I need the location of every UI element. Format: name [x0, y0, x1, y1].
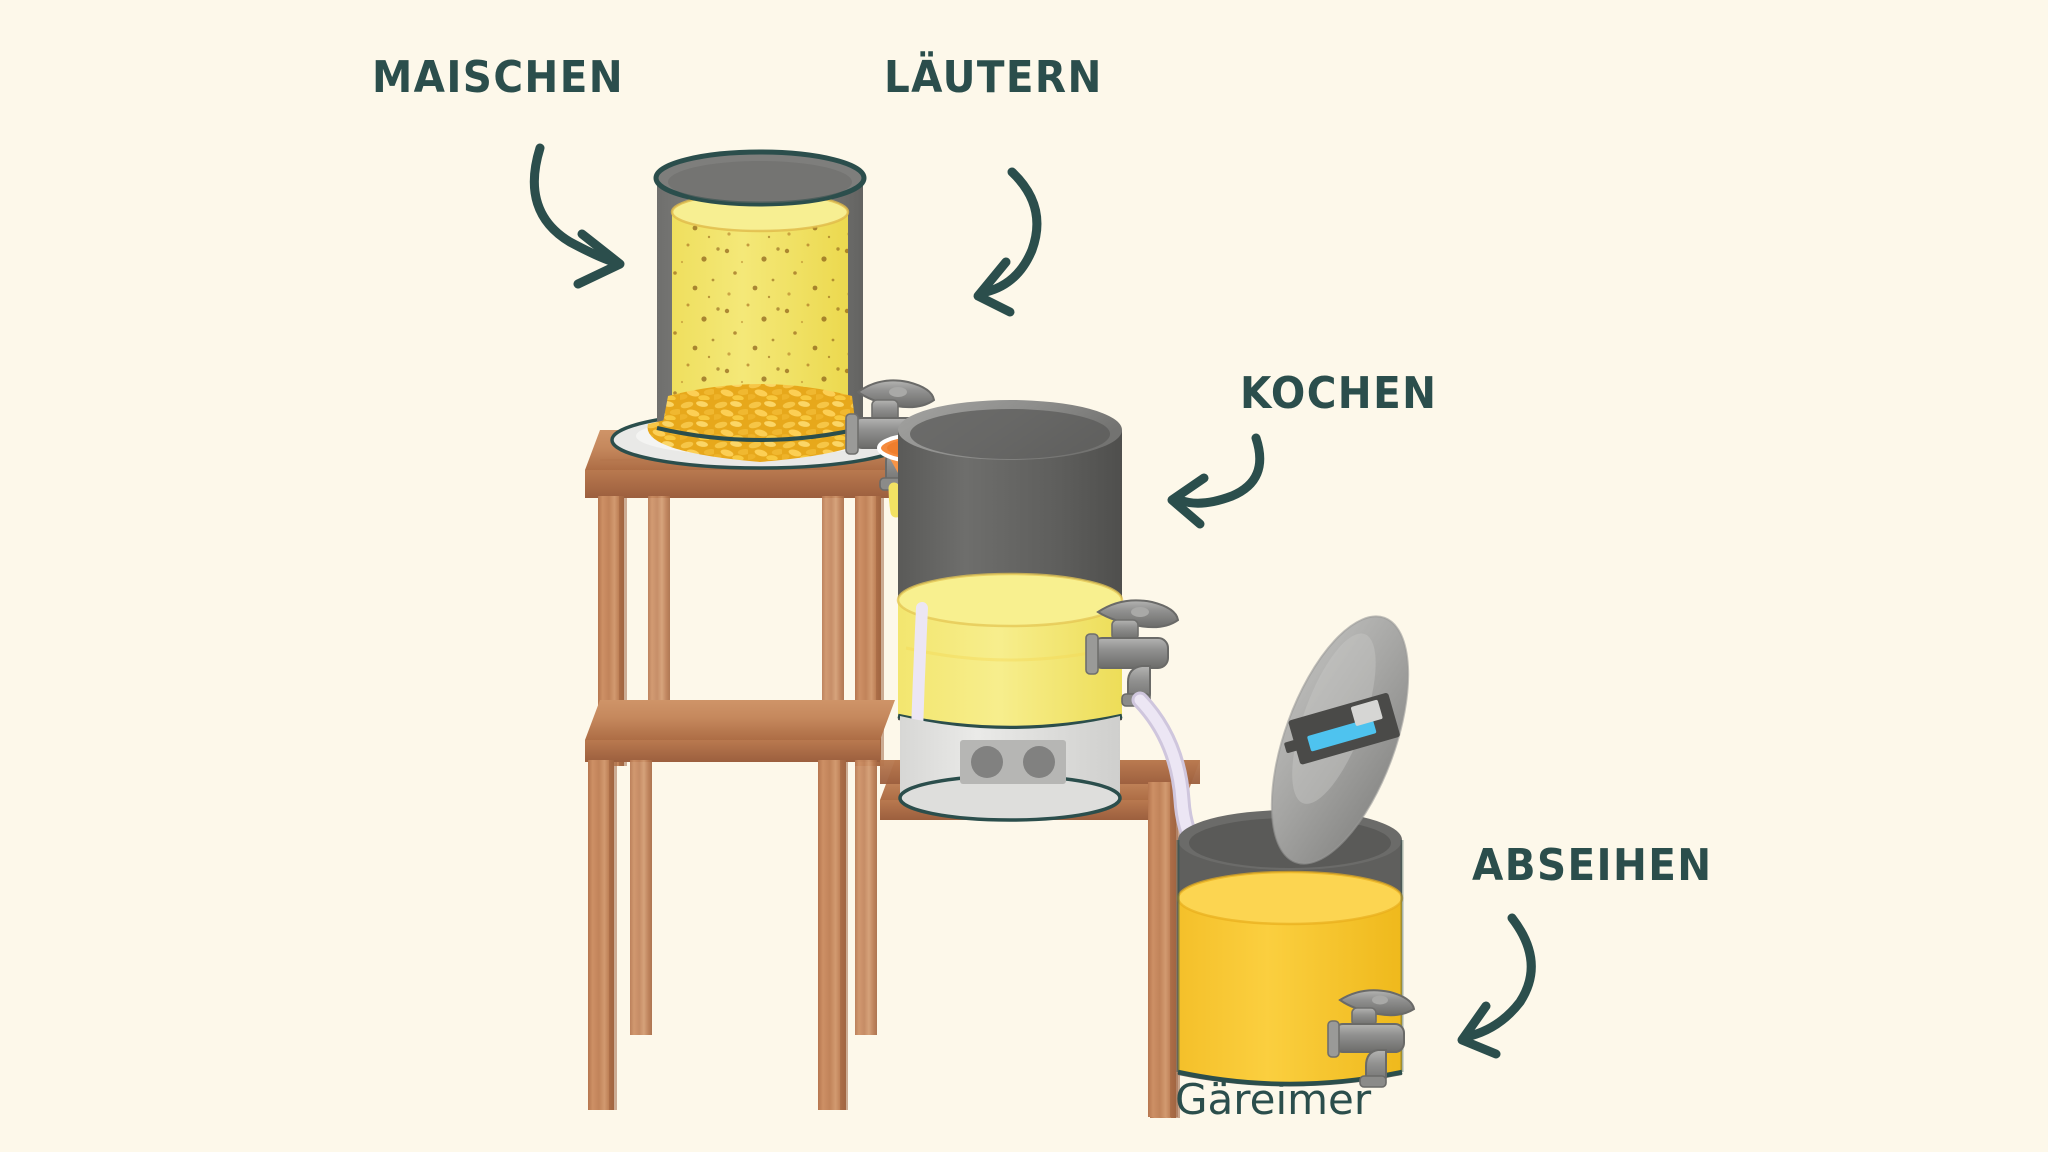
mash-tun: [647, 149, 879, 462]
kettle-heater-base: [898, 716, 1122, 822]
arrow-abseihen: [1457, 913, 1536, 1059]
step-label-laeutern: LÄUTERN: [884, 52, 1103, 103]
stand-lower-legs: [588, 760, 877, 1110]
boil-kettle-tap[interactable]: [1085, 599, 1180, 707]
step-label-abseihen: ABSEIHEN: [1472, 840, 1713, 891]
tube-inside-kettle: [911, 602, 928, 738]
fermenter-tap[interactable]: [1327, 989, 1416, 1088]
step-label-maischen: MAISCHEN: [372, 52, 624, 103]
arrow-kochen: [1167, 433, 1265, 529]
step-label-kochen: KOCHEN: [1240, 368, 1438, 419]
caption-gaereimer: Gäreimer: [1175, 1075, 1372, 1124]
stand-far-right-leg: [1148, 782, 1178, 1117]
wooden-stand: [585, 430, 1200, 1118]
boil-kettle: [896, 400, 1124, 732]
wort-stream-to-funnel: [888, 482, 902, 518]
arrow-laeutern: [973, 167, 1042, 317]
arrow-maischen: [529, 143, 625, 289]
lid-airlock-badge: [1284, 692, 1400, 765]
